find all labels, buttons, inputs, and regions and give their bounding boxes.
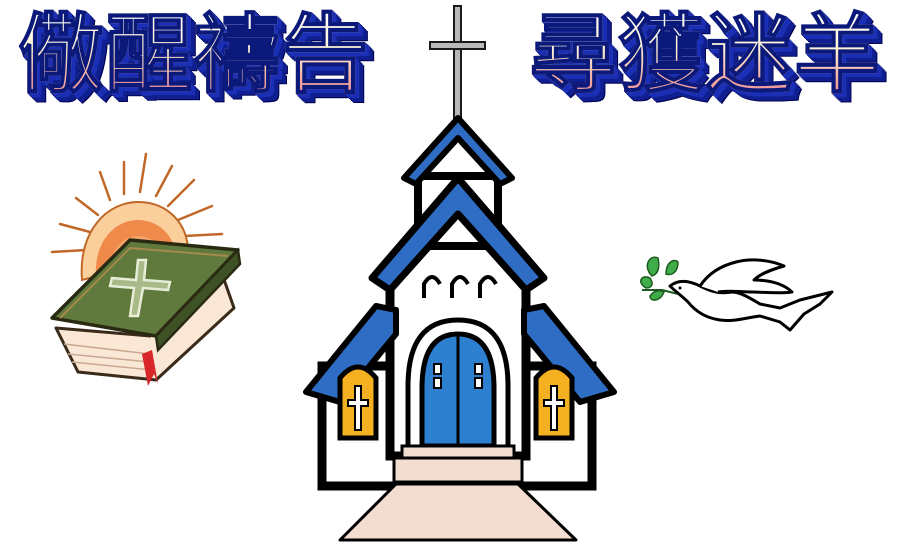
bell-tower-roof xyxy=(401,115,515,187)
bible-cross xyxy=(108,258,172,318)
main-roof xyxy=(368,174,548,294)
sun-rays xyxy=(50,152,224,254)
church-path xyxy=(338,482,578,542)
church-step-middle xyxy=(392,456,524,484)
left-window xyxy=(337,364,379,441)
top-windows xyxy=(422,275,498,298)
right-roof xyxy=(521,303,617,405)
dove-icon xyxy=(640,256,834,332)
dove-body xyxy=(668,279,834,332)
bookmark-ribbon xyxy=(142,350,158,386)
steeple-cross xyxy=(429,5,486,122)
left-roof xyxy=(303,303,399,405)
title-watch-and-pray: 儆醒禱告 xyxy=(17,5,370,105)
dove-wing xyxy=(698,258,794,295)
dove-eye xyxy=(678,286,682,290)
door-panels xyxy=(433,363,483,389)
church-step-top xyxy=(400,444,516,460)
title-find-lost-sheep: 尋獲迷羊 xyxy=(529,5,882,105)
right-window xyxy=(533,364,575,441)
bible-icon xyxy=(50,152,242,386)
church-icon xyxy=(303,5,617,542)
